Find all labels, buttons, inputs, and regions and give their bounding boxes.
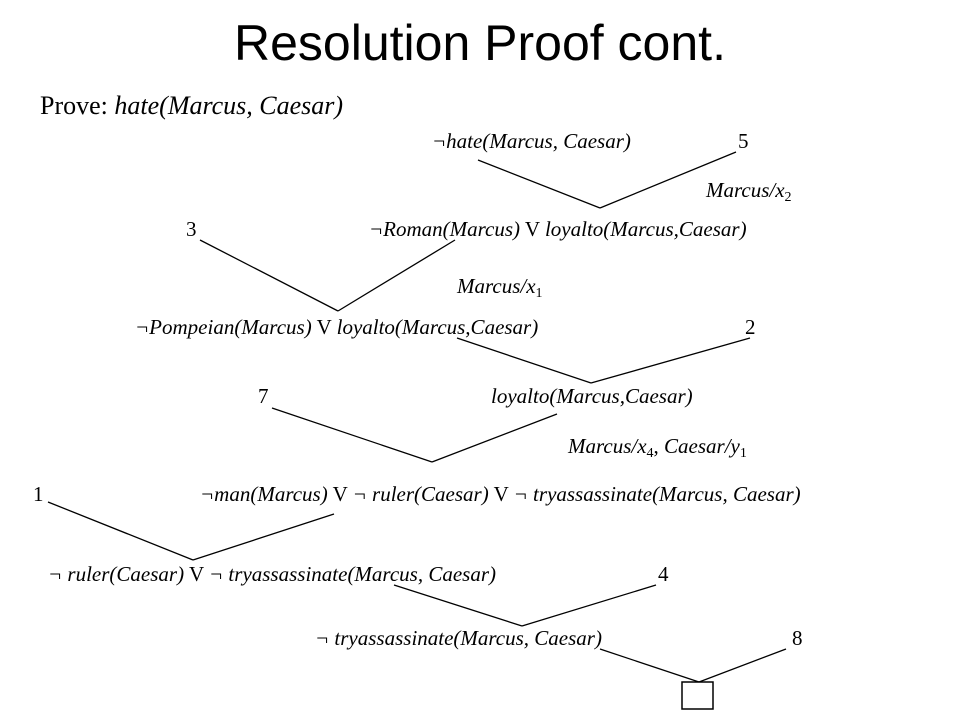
edge-1-right	[599, 151, 737, 209]
clause-number-2: 2	[745, 315, 756, 339]
resolvent-roman-loyalto: ¬Roman(Marcus) V loyalto(Marcus,Caesar)	[369, 217, 747, 241]
resolvent-ruler-tryassassinate: ¬ ruler(Caesar) V ¬ tryassassinate(Marcu…	[48, 562, 496, 586]
edge-6-right	[521, 584, 657, 627]
prove-goal: hate(Marcus, Caesar)	[114, 91, 344, 120]
clause-number-7: 7	[258, 384, 269, 408]
edge-1-left	[477, 159, 601, 209]
slide-title: Resolution Proof cont.	[234, 15, 726, 71]
prove-statement: Prove: hate(Marcus, Caesar)	[40, 91, 343, 121]
edge-7-left	[599, 648, 700, 683]
resolvent-loyalto: loyalto(Marcus,Caesar)	[491, 384, 693, 408]
clause-man-ruler-tryassassinate: ¬man(Marcus) V ¬ ruler(Caesar) V ¬ tryas…	[200, 482, 801, 506]
edge-5-left	[47, 501, 194, 561]
edge-2-right	[337, 239, 456, 312]
edge-6-left	[393, 584, 523, 627]
edge-4-right	[431, 413, 558, 463]
clause-number-5: 5	[738, 129, 749, 153]
edge-7-right	[698, 648, 787, 683]
clause-not-hate: ¬hate(Marcus, Caesar)	[432, 129, 631, 153]
edge-2-left	[199, 239, 339, 312]
substitution-3: Marcus/x4, Caesar/y1	[568, 434, 747, 461]
clause-number-1: 1	[33, 482, 44, 506]
edge-3-right	[590, 337, 751, 384]
prove-prefix: Prove:	[40, 91, 115, 120]
resolvent-pompeian-loyalto: ¬Pompeian(Marcus) V loyalto(Marcus,Caesa…	[135, 315, 539, 339]
edge-4-left	[271, 407, 433, 463]
substitution-2: Marcus/x1	[457, 274, 543, 301]
substitution-1: Marcus/x2	[706, 178, 792, 205]
edge-3-left	[456, 337, 592, 384]
clause-number-3: 3	[186, 217, 197, 241]
edge-5-right	[192, 513, 335, 561]
resolvent-tryassassinate: ¬ tryassassinate(Marcus, Caesar)	[315, 626, 602, 650]
clause-number-4: 4	[658, 562, 669, 586]
clause-number-8: 8	[792, 626, 803, 650]
empty-clause-box	[681, 681, 714, 710]
